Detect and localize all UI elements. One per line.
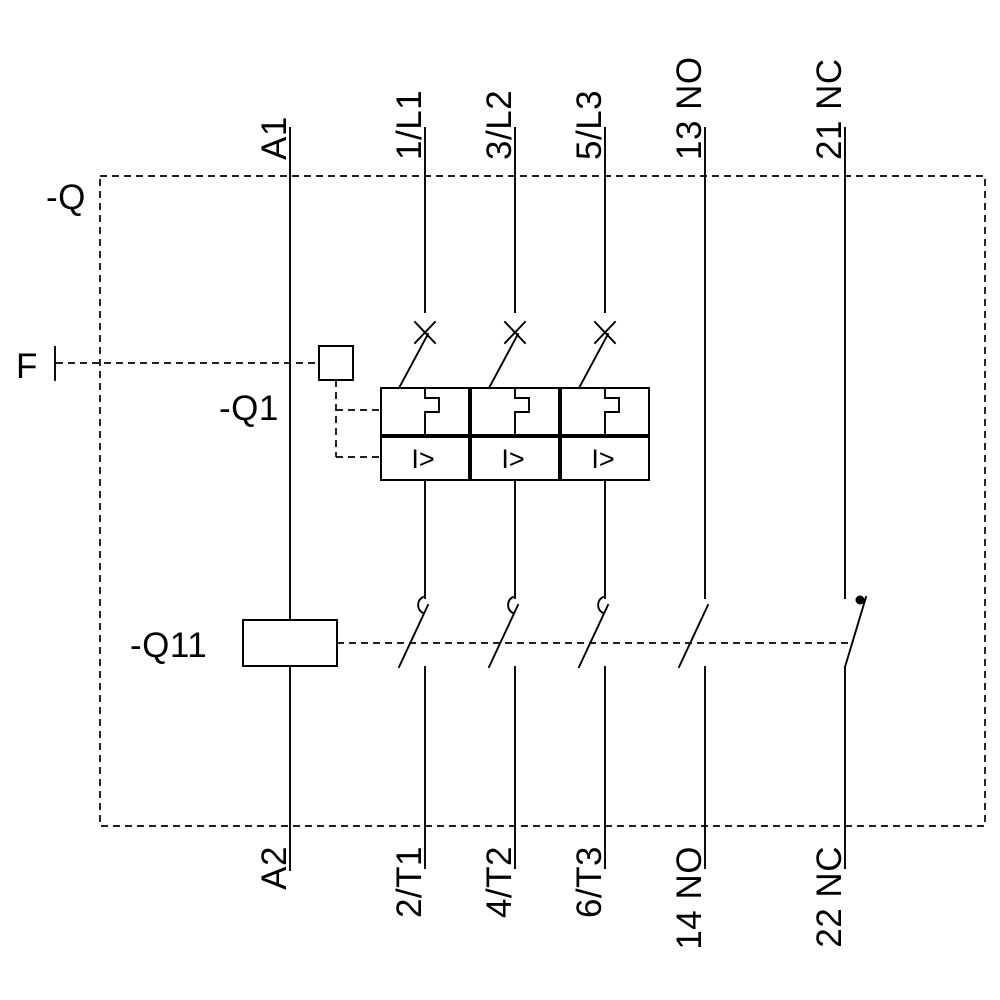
pole2-contactor-blade: [487, 603, 520, 669]
latch-symbol-pole2: [514, 387, 530, 436]
terminal-label-4t2: 4/T2: [480, 846, 519, 918]
bottom-terminal-labels: A2 2/T1 4/T2 6/T3 14 NO 22 NC: [255, 846, 849, 950]
breaker-release-boxes: I> I> I>: [380, 387, 650, 481]
pole1-breaker-blade: [397, 332, 430, 390]
terminal-label-3l2: 3/L2: [480, 90, 519, 160]
pole2-main-contact-arc: [507, 595, 515, 615]
latch-symbol-pole3: [604, 387, 620, 436]
terminal-label-a2: A2: [255, 846, 294, 890]
pole3-breaker-blade: [577, 332, 610, 390]
pole1-breaker-cross-b: [413, 320, 437, 345]
overload-symbol-pole1: I>: [411, 444, 434, 474]
terminal-label-21nc: 21 NC: [810, 58, 849, 160]
coil-circuit: -Q11: [130, 127, 851, 871]
pole2-breaker-blade: [487, 332, 520, 390]
terminal-label-6t3: 6/T3: [570, 846, 609, 918]
overload-symbol-pole2: I>: [501, 444, 524, 474]
trip-linkage-square: [318, 345, 354, 381]
latch-symbol-pole1: [424, 387, 440, 436]
pole2-breaker-cross-b: [503, 320, 527, 345]
terminal-label-2t1: 2/T1: [390, 846, 429, 918]
terminal-label-1l1: 1/L1: [390, 90, 429, 160]
terminal-label-22nc: 22 NC: [810, 846, 849, 948]
trip-input-label: F: [16, 347, 38, 386]
pole1-contactor-blade: [397, 603, 430, 669]
pole-2: [487, 127, 527, 869]
enclosure-label: -Q: [46, 178, 86, 217]
breaker-label: -Q1: [219, 389, 279, 428]
pole1-main-contact-arc: [417, 595, 425, 615]
pole3-contactor-blade: [577, 603, 610, 669]
aux-nc-blade: [843, 595, 868, 669]
trip-function-input: F: [16, 345, 381, 458]
enclosure-dashed-border: [99, 175, 986, 827]
aux-nc-contact: [843, 127, 868, 869]
pole3-breaker-cross-b: [593, 320, 617, 345]
pole-1: [397, 127, 437, 869]
terminal-label-a1: A1: [255, 116, 294, 160]
contactor-label: -Q11: [130, 626, 207, 665]
pole-3: [577, 127, 617, 869]
terminal-label-14no: 14 NO: [670, 846, 709, 950]
aux-no-blade: [677, 603, 710, 669]
pole3-main-contact-arc: [597, 595, 605, 615]
top-terminal-labels: A1 1/L1 3/L2 5/L3 13 NO 21 NC: [255, 56, 849, 160]
terminal-label-5l3: 5/L3: [570, 90, 609, 160]
overload-symbol-pole3: I>: [591, 444, 614, 474]
terminal-label-13no: 13 NO: [670, 56, 709, 160]
aux-no-contact: [677, 127, 710, 869]
contactor-coil-box: [242, 619, 338, 667]
aux-nc-contact-dot: [855, 595, 865, 605]
